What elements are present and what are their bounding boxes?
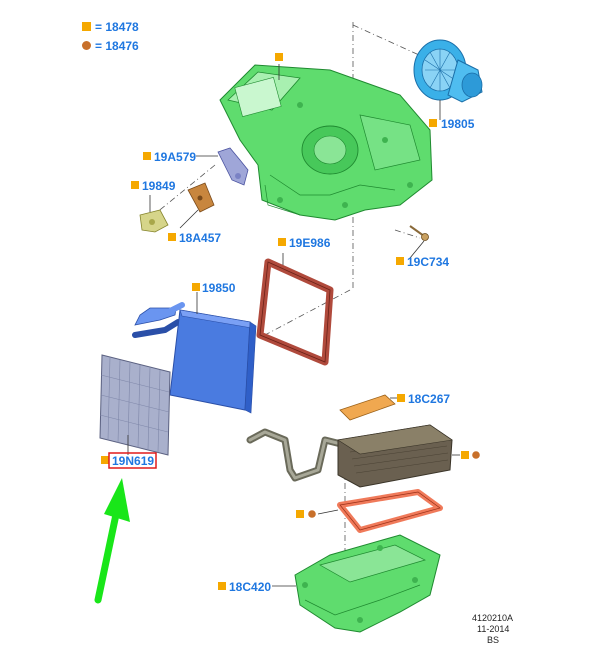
square-marker-icon: [218, 582, 226, 590]
callout-19c734[interactable]: 19C734: [407, 255, 449, 269]
gasket-19e986-part: [256, 258, 334, 366]
square-marker-icon: [397, 394, 405, 402]
square-marker-icon: [131, 181, 139, 189]
callout-19a579[interactable]: 19A579: [154, 150, 196, 164]
pointer-arrow-icon: [94, 478, 130, 604]
hvac-housing-upper-part: [219, 64, 433, 221]
footer-code: 4120210A: [472, 613, 513, 623]
square-marker-icon: [278, 238, 286, 246]
square-marker-icon: [275, 53, 283, 61]
heater-gasket-part: [337, 489, 443, 533]
circle-marker-icon: [308, 510, 316, 518]
hvac-housing-lower-part: [294, 534, 441, 633]
square-marker-icon: [192, 283, 200, 291]
circle-marker-icon: [82, 41, 91, 50]
actuator-19849-part: [139, 209, 169, 233]
legend-circle-label: = 18476: [95, 39, 139, 53]
square-marker-icon: [396, 257, 404, 265]
callout-19n619[interactable]: 19N619: [112, 454, 154, 468]
screw-19c734-part: [409, 225, 429, 241]
highlight-box: [108, 452, 157, 469]
square-marker-icon: [143, 152, 151, 160]
evaporator-19850-part: [132, 302, 257, 414]
heater-core-part: [246, 424, 453, 488]
blower-motor-part: [413, 39, 483, 103]
bracket-19a579-part: [217, 147, 249, 186]
callout-19849[interactable]: 19849: [142, 179, 176, 193]
square-marker-icon: [296, 510, 304, 518]
callout-19e986[interactable]: 19E986: [289, 236, 331, 250]
square-marker-icon: [101, 456, 109, 464]
callout-18c267[interactable]: 18C267: [408, 392, 450, 406]
legend-square-label: = 18478: [95, 20, 139, 34]
circle-marker-icon: [472, 451, 480, 459]
callout-18c420[interactable]: 18C420: [229, 580, 271, 594]
square-marker-icon: [461, 451, 469, 459]
square-marker-icon: [82, 22, 91, 31]
cabin-filter-19n619-part: [99, 354, 171, 456]
footer-date: 11-2014: [477, 624, 509, 634]
callout-18a457[interactable]: 18A457: [179, 231, 221, 245]
seal-18c267-part: [339, 394, 396, 421]
square-marker-icon: [168, 233, 176, 241]
callout-19805[interactable]: 19805: [441, 117, 475, 131]
sensor-18a457-part: [187, 182, 215, 213]
callout-19850[interactable]: 19850: [202, 281, 236, 295]
footer-initials: BS: [487, 635, 499, 645]
square-marker-icon: [429, 119, 437, 127]
